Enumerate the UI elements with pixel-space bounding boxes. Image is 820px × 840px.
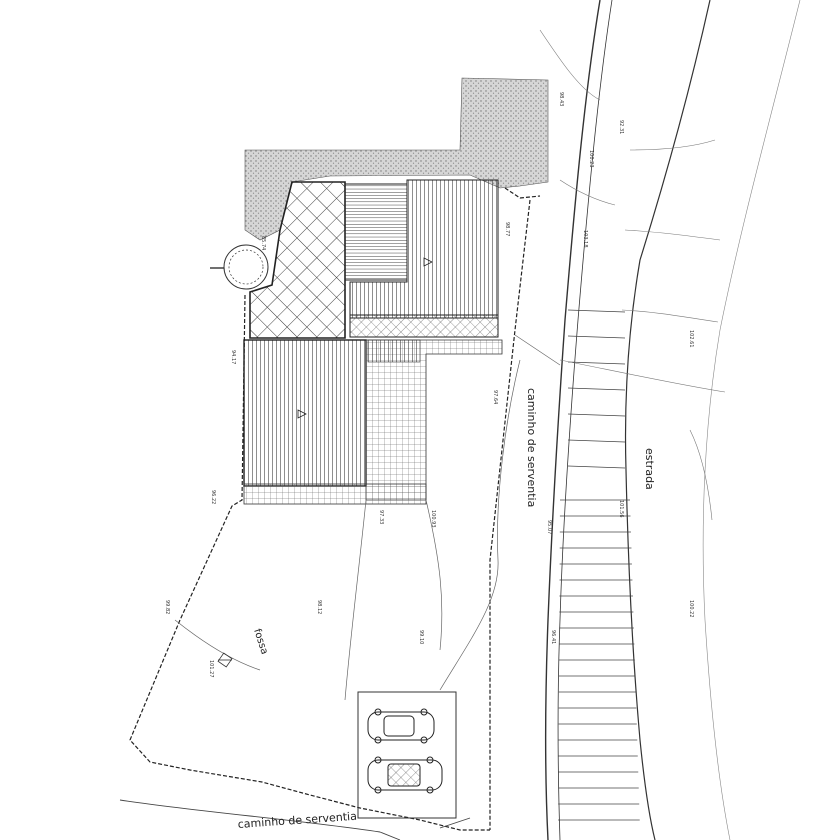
car-icon [367,708,435,744]
road-tick [567,387,626,391]
yard-lines [174,334,561,701]
spot-height: 96.41 [550,630,556,644]
spot-height: 100.93 [430,510,436,528]
service-road-label-bottom: caminho de serventia [237,810,357,831]
spot-height: 98.77 [504,222,510,236]
road-tick [567,309,626,313]
car-icon [367,756,443,794]
spot-height: 95.07 [546,520,552,534]
spot-height: 102.61 [688,330,694,348]
building-footprint [243,179,503,505]
road-lane-ticks [558,309,640,821]
spot-height: 98.43 [558,92,564,106]
road-estrada [545,0,801,840]
service-path-bottom [119,799,471,840]
spot-height: 100.23 [588,150,594,168]
spot-height: 96.22 [210,490,216,504]
road-tick [567,361,626,365]
spot-height: 101.27 [208,660,214,678]
spot-height: 92.31 [618,120,624,134]
spot-height: 100.22 [688,600,694,618]
spot-height: 94.17 [230,350,236,364]
spot-height: 101.56 [618,500,624,518]
contour-lines [539,29,726,521]
road-tick [567,413,626,417]
road-tick [567,465,626,469]
road-label: estrada [643,448,656,490]
service-road-label-right: caminho de serventia [525,388,538,507]
property-boundary [129,187,541,831]
spot-height: 99.10 [418,630,424,644]
spot-height: 97.64 [492,390,498,404]
well-circle [210,244,269,290]
spot-height-labels: 85.74 92.31 103.18 100.23 98.43 94.17 96.22 99.… [164,92,694,678]
spot-height: 97.33 [378,510,384,524]
parking-area [357,691,457,819]
pit-label: fossa [251,628,270,656]
spot-height: 99.82 [164,600,170,614]
road-tick [567,439,626,443]
pit-symbol [217,652,233,668]
road-tick [567,335,626,339]
spot-height: 98.12 [316,600,322,614]
spot-height: 85.74 [260,236,266,250]
spot-height: 103.18 [582,230,588,248]
